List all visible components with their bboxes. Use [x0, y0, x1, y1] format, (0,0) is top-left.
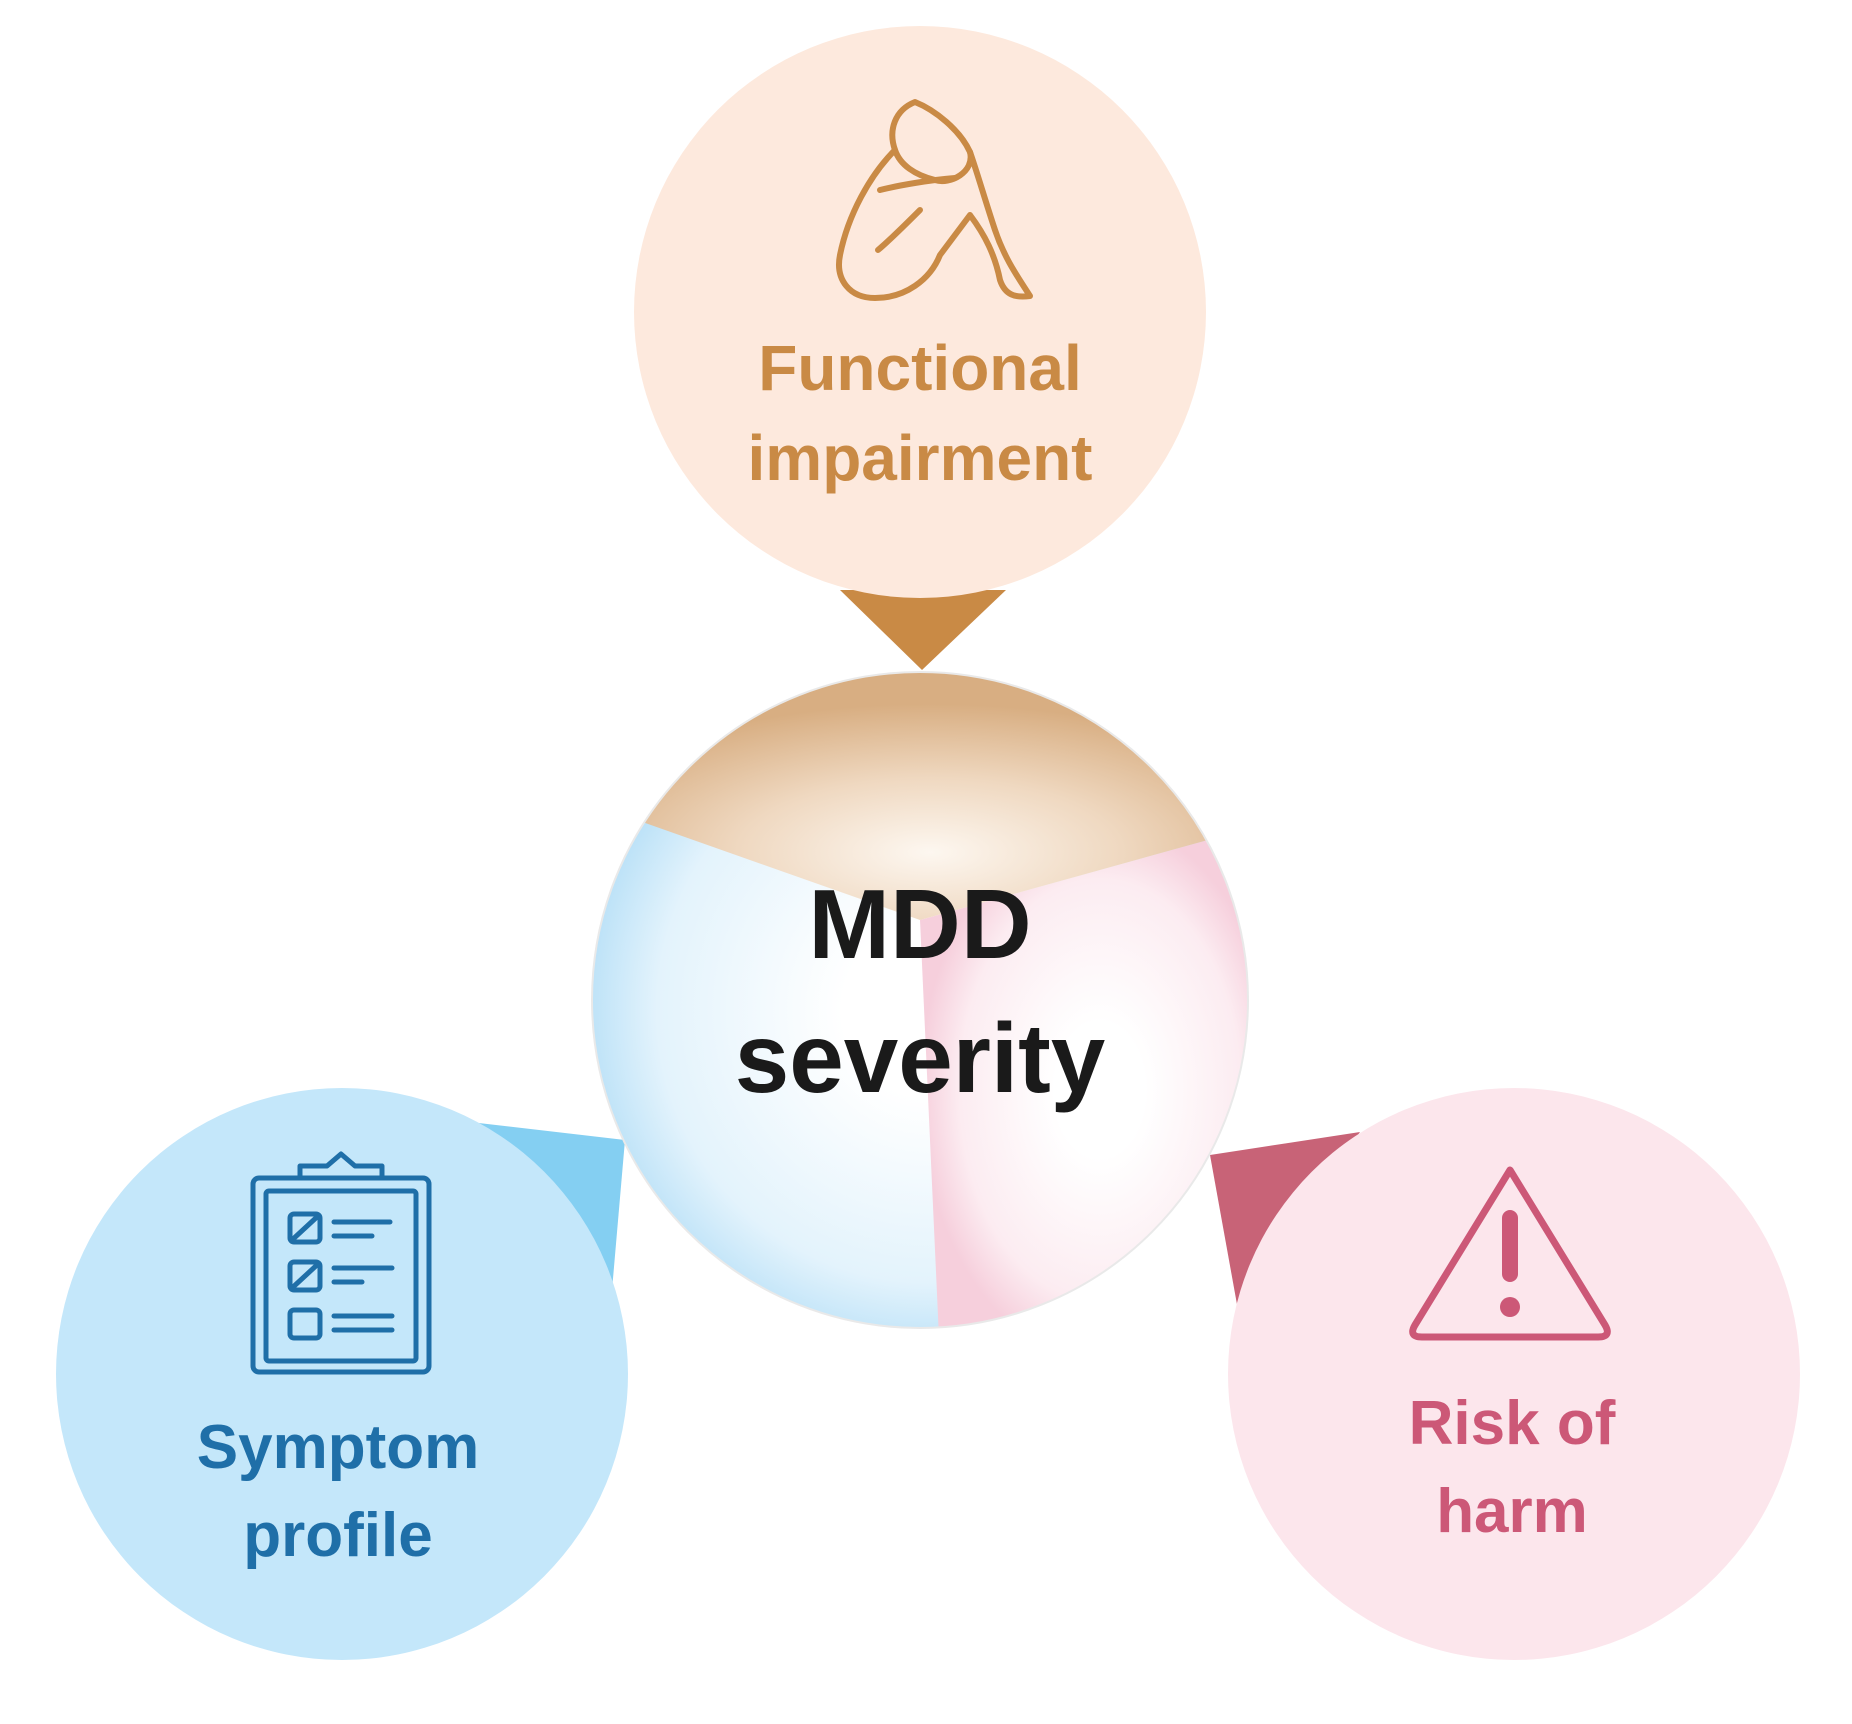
center-title-line2: severity [735, 1003, 1106, 1113]
functional-impairment-circle [634, 26, 1206, 598]
risk-of-harm-circle [1228, 1088, 1800, 1660]
functional-impairment-label-line2: impairment [748, 422, 1093, 494]
symptom-profile-label-line1: Symptom [197, 1413, 479, 1482]
risk-of-harm-label-line1: Risk of [1409, 1389, 1616, 1458]
person-hugging-knees-icon [836, 99, 1033, 301]
risk-of-harm-label-line2: harm [1436, 1477, 1588, 1546]
center-circle [592, 672, 1248, 1328]
functional-connector [840, 590, 1006, 670]
functional-impairment-label-line1: Functional [758, 332, 1082, 404]
clipboard-checklist-icon [250, 1151, 432, 1375]
warning-triangle-icon [1409, 1166, 1611, 1341]
symptom-profile-label-line2: profile [243, 1501, 432, 1570]
center-title-line1: MDD [808, 869, 1031, 979]
